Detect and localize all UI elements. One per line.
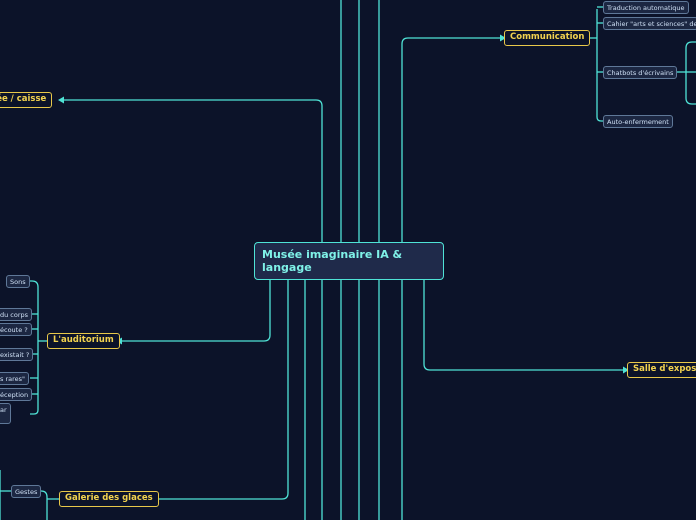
arrow-salle (623, 366, 629, 374)
root-node[interactable]: Musée imaginaire IA & langage (254, 242, 444, 280)
node-rares[interactable]: s rares" (0, 372, 30, 385)
node-ar[interactable]: ar (0, 403, 11, 424)
node-salle-exposition[interactable]: Salle d'exposi (627, 362, 696, 378)
node-galerie-des-glaces[interactable]: Galerie des glaces (59, 491, 159, 507)
node-communication[interactable]: Communication (504, 30, 591, 46)
node-reception[interactable]: éception (0, 388, 33, 401)
node-sons[interactable]: Sons (6, 275, 30, 288)
node-entree-caisse[interactable]: rée / caisse (0, 92, 53, 108)
node-existait[interactable]: existait ? (0, 348, 34, 361)
arrow-communication (500, 34, 506, 42)
node-auto-enfermement[interactable]: Auto-enfermement (603, 115, 673, 128)
node-cahier-arts-sciences[interactable]: Cahier "arts et sciences" de (603, 17, 696, 30)
node-auditorium[interactable]: L'auditorium (47, 333, 120, 349)
node-ecoute[interactable]: écoute ? (0, 323, 32, 336)
node-corps[interactable]: du corps (0, 308, 33, 321)
node-gestes[interactable]: Gestes (11, 485, 42, 498)
node-chatbots-ecrivains[interactable]: Chatbots d'écrivains (603, 66, 678, 79)
node-traduction-automatique[interactable]: Traduction automatique (603, 1, 689, 14)
arrow-entree (58, 96, 64, 104)
